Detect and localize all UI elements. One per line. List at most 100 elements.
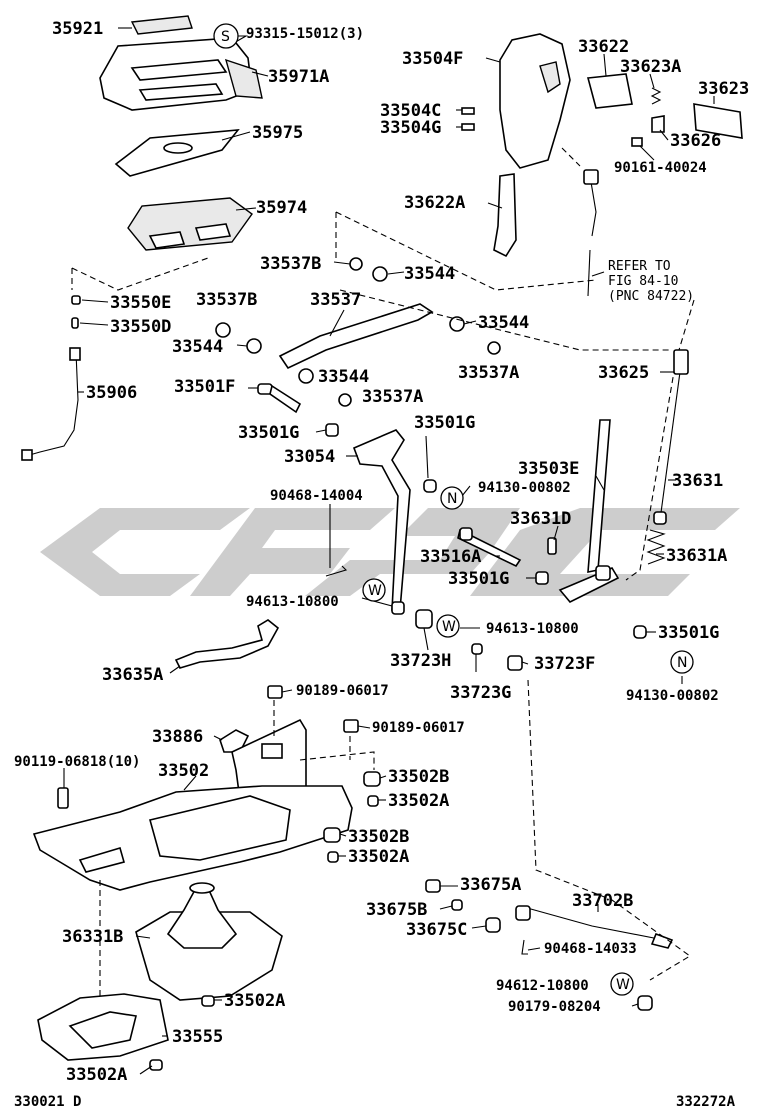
bush-33723G — [471, 643, 483, 655]
label-35906: 35906 — [86, 383, 137, 403]
plate-33555-drawing — [37, 993, 169, 1061]
bush-33675C — [485, 917, 501, 933]
label-33631D: 33631D — [510, 509, 571, 529]
bush-33502A-2 — [327, 851, 339, 863]
label-33504F: 33504F — [402, 49, 463, 69]
bolt-33675A — [425, 879, 441, 893]
label-33675A: 33675A — [460, 875, 521, 895]
bolt-90189-1 — [267, 685, 283, 699]
label-33544-3: 33544 — [478, 313, 529, 333]
label-33503E: 33503E — [518, 459, 579, 479]
bush-33502A-1 — [367, 795, 379, 807]
part-35971A-drawing — [99, 37, 263, 111]
spring-33631A-drawing — [646, 529, 666, 565]
label-33544-4: 33544 — [318, 367, 369, 387]
leader-lines — [63, 27, 715, 1075]
pin-33501F-drawing — [257, 383, 302, 414]
bush-33537B-2 — [215, 322, 231, 338]
label-90189-06017-2: 90189-06017 — [372, 720, 465, 736]
label-33723H: 33723H — [390, 651, 451, 671]
cable-bracket-33635A-drawing — [174, 619, 280, 669]
label-90189-06017-1: 90189-06017 — [296, 683, 389, 699]
symbol-w-3-text: W — [616, 977, 630, 993]
button-33622-drawing — [586, 73, 633, 109]
symbol-s-text: S — [221, 29, 230, 45]
bush-33537B-1 — [349, 257, 363, 271]
symbol-n-2-text: N — [677, 655, 687, 671]
symbol-w-1-text: W — [368, 583, 382, 599]
label-33622: 33622 — [578, 37, 629, 57]
small-clip-33550E-drawing — [71, 295, 81, 305]
label-33544-1: 33544 — [404, 264, 455, 284]
small-clip-33550D-drawing — [71, 317, 79, 329]
label-33537B-2: 33537B — [196, 290, 257, 310]
label-33675C: 33675C — [406, 920, 467, 940]
bush-33723H — [415, 609, 433, 629]
label-33537B-1: 33537B — [260, 254, 321, 274]
rod-33631-drawing — [653, 349, 689, 525]
label-33537A-1: 33537A — [458, 363, 519, 383]
symbol-n-2: N — [670, 650, 694, 674]
pin-90468-14033 — [521, 939, 528, 955]
label-33723F: 33723F — [534, 654, 595, 674]
label-33502B-2: 33502B — [348, 827, 409, 847]
label-33625: 33625 — [598, 363, 649, 383]
label-33504G: 33504G — [380, 118, 441, 138]
bush-33502A-4 — [149, 1059, 163, 1071]
label-33550D: 33550D — [110, 317, 171, 337]
symbol-w-2: W — [436, 614, 460, 638]
bush-33502A-3 — [201, 995, 215, 1007]
bush-33502B-2 — [323, 827, 341, 843]
clip-33626-drawing — [651, 115, 665, 133]
label-refer-fig: FIG 84-10 — [608, 274, 678, 289]
label-33631A: 33631A — [666, 546, 727, 566]
lever-33054-drawing — [352, 429, 411, 615]
switch-wire-drawing — [583, 169, 599, 297]
bush-33544-4 — [298, 368, 314, 384]
label-35974: 35974 — [256, 198, 307, 218]
pin-33631D — [547, 537, 557, 555]
symbol-n-1: N — [440, 486, 464, 510]
bush-33537A-1 — [487, 341, 501, 355]
label-33054: 33054 — [284, 447, 335, 467]
nut-90179 — [637, 995, 653, 1011]
label-33502A-2: 33502A — [348, 847, 409, 867]
bush-33544-2 — [246, 338, 262, 354]
bush-33502B-1 — [363, 771, 381, 787]
pin-33516A-drawing — [457, 527, 522, 568]
label-33502A-1: 33502A — [388, 791, 449, 811]
label-33502A-3: 33502A — [224, 991, 285, 1011]
bush-33544-1 — [372, 266, 388, 282]
label-33550E: 33550E — [110, 293, 171, 313]
label-33623: 33623 — [698, 79, 749, 99]
label-35971A: 35971A — [268, 67, 329, 87]
part-35974-drawing — [127, 197, 253, 251]
label-33501G-4: 33501G — [658, 623, 719, 643]
pin-90468-14004-drawing — [325, 565, 348, 577]
label-33501G-3: 33501G — [448, 569, 509, 589]
label-90119-06818: 90119-06818(10) — [14, 754, 140, 770]
label-33504C: 33504C — [380, 101, 441, 121]
label-33501F: 33501F — [174, 377, 235, 397]
label-94130-00802-2: 94130-00802 — [626, 688, 719, 704]
label-33631: 33631 — [672, 471, 723, 491]
bolt-90119-drawing — [57, 787, 69, 809]
label-35921: 35921 — [52, 19, 103, 39]
label-33675B: 33675B — [366, 900, 427, 920]
bush-33723F — [507, 655, 523, 671]
label-33502: 33502 — [158, 761, 209, 781]
bush-33675B — [451, 899, 463, 911]
part-35921-drawing — [130, 15, 193, 35]
label-33501G-2: 33501G — [414, 413, 475, 433]
pin-33501G-2 — [423, 479, 437, 493]
part-35975-drawing — [114, 129, 240, 177]
symbol-w-2-text: W — [442, 619, 456, 635]
boot-36331B-drawing — [135, 882, 283, 1001]
dash-knob — [335, 147, 670, 351]
screw-90161 — [631, 137, 643, 147]
label-refer-pnc: (PNC 84722) — [608, 289, 694, 304]
label-90468-14033: 90468-14033 — [544, 941, 637, 957]
dash-right — [625, 299, 695, 581]
label-90179-08204: 90179-08204 — [508, 999, 601, 1015]
